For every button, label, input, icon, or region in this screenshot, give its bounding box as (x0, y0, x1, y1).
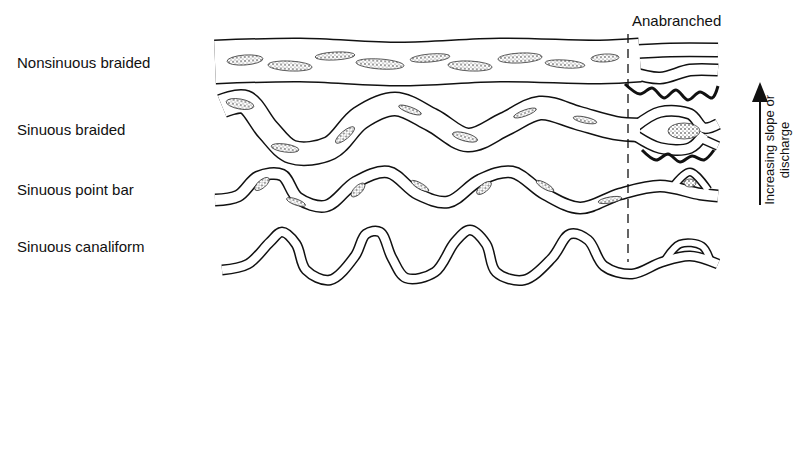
channel-bar (448, 60, 492, 72)
channel-bar (475, 179, 494, 197)
channel-bar (333, 124, 357, 146)
pattern-label: Sinuous canaliform (17, 238, 145, 255)
channel-bar (286, 196, 307, 208)
channel-bar (253, 175, 272, 193)
channel-bank (630, 69, 718, 78)
channel-bank (215, 172, 718, 208)
channel-bar (545, 59, 585, 70)
divider-line (627, 34, 628, 262)
channel-water (700, 138, 718, 146)
channel-bar (227, 54, 264, 66)
channel-bank (222, 101, 640, 153)
channel-water (215, 172, 718, 208)
channel-bar (684, 179, 696, 187)
channel-bank (700, 138, 718, 146)
channel-bar (225, 97, 254, 112)
trend-arrow (759, 92, 761, 205)
pattern-label: Sinuous braided (17, 121, 125, 138)
secondary-channel (625, 84, 718, 100)
channel-bar (315, 51, 355, 61)
channel-bar (668, 123, 700, 139)
channel-bar (398, 103, 423, 117)
channel-water (664, 243, 710, 262)
channel-water (222, 101, 640, 153)
channel-water (630, 69, 718, 78)
channel-bar (513, 106, 538, 120)
channel-water (222, 230, 718, 280)
pattern-label: Nonsinuous braided (17, 54, 150, 71)
channel-bank (222, 230, 718, 280)
channel-bar (268, 60, 312, 72)
pattern-label: Sinuous point bar (17, 181, 134, 198)
axis-label: Increasing slope or discharge (763, 89, 793, 211)
channel-bar (591, 53, 619, 62)
channel-bar (535, 178, 555, 193)
channel-water (630, 50, 718, 52)
pattern-label: Anabranched (632, 12, 721, 29)
channel-bar (598, 195, 623, 205)
channel-bar (410, 52, 451, 63)
channel-bar (451, 130, 478, 144)
channel-water (672, 172, 708, 190)
channel-bar (356, 57, 405, 70)
channel-bar (410, 178, 430, 193)
secondary-channel (642, 150, 714, 162)
channel-bar (349, 181, 367, 199)
channel-bar (498, 52, 542, 64)
channel-bar (271, 142, 300, 154)
channel-bar (573, 115, 598, 126)
channel-bank (630, 50, 718, 52)
